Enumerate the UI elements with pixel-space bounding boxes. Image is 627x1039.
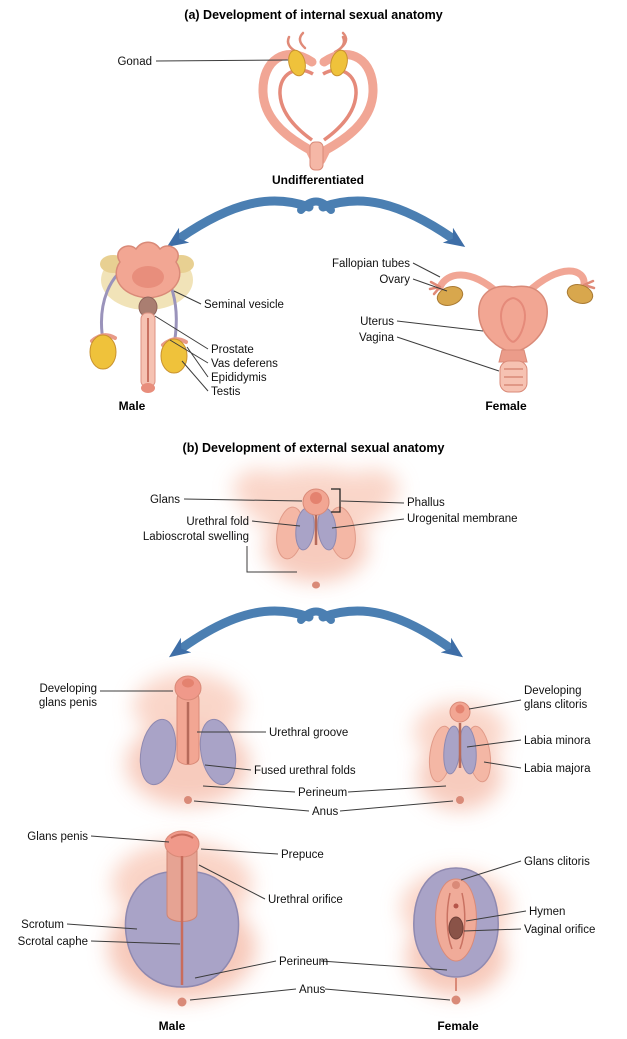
label-urethral-orifice: Urethral orifice bbox=[268, 894, 343, 906]
label-developing-glans-penis: Developing glans penis bbox=[38, 683, 97, 709]
caption-male-external: Male bbox=[158, 1019, 186, 1033]
testis-right bbox=[160, 338, 188, 374]
caption-female-external: Female bbox=[437, 1019, 479, 1033]
ovary-left-shape bbox=[436, 286, 464, 306]
label-prostate: Prostate bbox=[211, 344, 254, 356]
label-ovary: Ovary bbox=[379, 274, 410, 286]
male-internal-art bbox=[89, 241, 194, 393]
label-glans: Glans bbox=[149, 494, 180, 506]
developing-male-art bbox=[126, 673, 250, 806]
label-hymen: Hymen bbox=[529, 906, 566, 918]
label-perineum-final: Perineum bbox=[279, 956, 329, 968]
label-epididymis: Epididymis bbox=[211, 372, 267, 384]
label-urethral-fold: Urethral fold bbox=[186, 516, 249, 528]
label-scrotum: Scrotum bbox=[21, 919, 64, 931]
leader-lines bbox=[66, 59, 527, 1001]
bifurcation-arrow-external bbox=[168, 606, 464, 658]
label-glans-clitoris: Glans clitoris bbox=[524, 856, 590, 868]
label-anus-final: Anus bbox=[299, 984, 326, 996]
undifferentiated-internal-art bbox=[258, 31, 378, 171]
label-scrotal-caphe: Scrotal caphe bbox=[17, 936, 88, 948]
label-phallus: Phallus bbox=[407, 497, 445, 509]
label-labioscrotal-swelling: Labioscrotal swelling bbox=[142, 531, 249, 543]
section-a-title: (a) Development of internal sexual anato… bbox=[184, 8, 443, 22]
label-perineum-developing: Perineum bbox=[298, 787, 348, 799]
external-undifferentiated-art bbox=[233, 468, 399, 589]
gonad-right bbox=[330, 49, 348, 77]
label-vas-deferens: Vas deferens bbox=[211, 358, 278, 370]
label-urogenital-membrane: Urogenital membrane bbox=[407, 513, 518, 525]
female-internal-art bbox=[428, 267, 596, 393]
label-vaginal-orifice: Vaginal orifice bbox=[524, 924, 596, 936]
label-fused-urethral-folds: Fused urethral folds bbox=[254, 765, 356, 777]
caption-female-internal: Female bbox=[485, 399, 527, 413]
label-undifferentiated: Undifferentiated bbox=[271, 173, 364, 187]
label-testis: Testis bbox=[211, 386, 241, 398]
label-anus-developing: Anus bbox=[312, 806, 339, 818]
label-urethral-groove: Urethral groove bbox=[269, 727, 349, 739]
label-gonad: Gonad bbox=[117, 56, 152, 68]
label-labia-majora: Labia majora bbox=[524, 763, 591, 775]
gonad-left bbox=[288, 49, 306, 77]
bifurcation-arrow-internal bbox=[166, 196, 466, 248]
developing-female-art bbox=[414, 701, 506, 810]
label-seminal-vesicle: Seminal vesicle bbox=[204, 299, 284, 311]
ovary-right-shape bbox=[566, 284, 594, 304]
label-uterus: Uterus bbox=[360, 316, 394, 328]
section-b-title: (b) Development of external sexual anato… bbox=[182, 441, 445, 455]
final-female-art bbox=[401, 867, 511, 1005]
caption-male-internal: Male bbox=[118, 399, 146, 413]
label-labia-minora: Labia minora bbox=[524, 735, 591, 747]
label-developing-glans-clitoris: Developing glans clitoris bbox=[524, 685, 588, 711]
vaginal-orifice-shape bbox=[448, 916, 464, 940]
label-vagina: Vagina bbox=[359, 332, 394, 344]
testis-left bbox=[89, 334, 117, 370]
label-prepuce: Prepuce bbox=[281, 849, 324, 861]
phallus-bracket bbox=[331, 488, 341, 513]
label-glans-penis: Glans penis bbox=[27, 831, 88, 843]
final-male-art bbox=[108, 830, 256, 1007]
glans-clitoris-shape bbox=[452, 881, 460, 889]
label-fallopian-tubes: Fallopian tubes bbox=[332, 258, 410, 270]
